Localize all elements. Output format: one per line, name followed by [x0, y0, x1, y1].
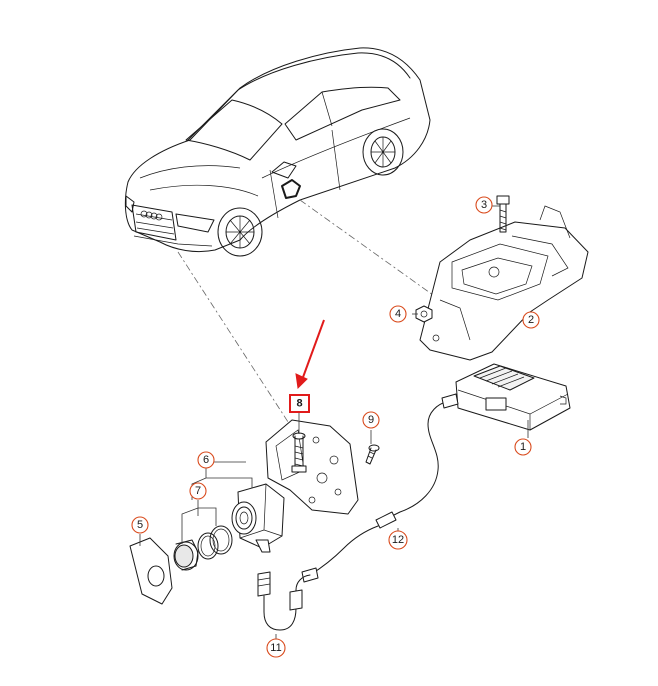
callout-4-label: 4 [395, 308, 401, 320]
cable-part-11 [257, 571, 311, 631]
car-front-wheel [217, 207, 263, 257]
car-hood-line-2 [149, 184, 259, 197]
car-roof [187, 52, 411, 141]
car-logo [140, 210, 163, 221]
callout-12[interactable]: 12 [388, 530, 408, 550]
lens-housing [173, 539, 199, 571]
callout-9-label: 9 [368, 414, 374, 426]
car-windshield [185, 99, 283, 161]
car-headlight-right [175, 213, 215, 233]
locator-lines [177, 199, 441, 426]
car-illustration [124, 47, 431, 257]
cable-part-12 [301, 393, 459, 583]
car-grille-slats [135, 213, 175, 235]
callout-6-label: 6 [203, 454, 209, 466]
callout-11-label: 11 [270, 642, 281, 654]
leader-7 [181, 500, 217, 544]
callout-4[interactable]: 4 [389, 305, 407, 323]
car-rear-wheel [362, 128, 404, 176]
car-b-pillar [321, 91, 333, 127]
car-belt-line [261, 117, 411, 179]
callout-7[interactable]: 7 [189, 482, 207, 500]
callout-5[interactable]: 5 [131, 516, 149, 534]
callout-8-label: 8 [296, 398, 302, 410]
car-bumper [133, 235, 213, 247]
camera-part-6 [231, 483, 285, 553]
locator-line-camera [177, 251, 291, 426]
car-door-line-2 [331, 129, 341, 191]
nut-part-4 [415, 305, 433, 323]
callout-9[interactable]: 9 [362, 411, 380, 429]
car-door-line [269, 169, 279, 219]
part-8-component [291, 432, 307, 473]
car-side-windows [284, 86, 401, 141]
callout-3-label: 3 [481, 199, 487, 211]
control-unit-part-1 [455, 363, 571, 431]
car-mirror [271, 161, 297, 179]
callout-1[interactable]: 1 [514, 438, 532, 456]
red-arrow-indicator [295, 319, 325, 390]
bracket-part-2 [419, 205, 589, 361]
seal-rings-part-7 [197, 525, 233, 560]
callout-2[interactable]: 2 [522, 311, 540, 329]
callout-6[interactable]: 6 [197, 451, 215, 469]
bolt-part-3 [496, 195, 510, 233]
callout-3[interactable]: 3 [475, 196, 493, 214]
car-grille [131, 204, 177, 241]
callout-2-label: 2 [528, 314, 534, 326]
callout-7-label: 7 [195, 485, 201, 497]
car-body-outline [124, 47, 431, 253]
car-camera-location [281, 179, 301, 199]
car-headlight-left [125, 195, 135, 213]
cover-part-5 [129, 537, 173, 605]
mount-plate [265, 419, 359, 515]
car-hood-line [139, 165, 241, 179]
callout-12-label: 12 [392, 534, 404, 546]
callout-5-label: 5 [137, 519, 143, 531]
callout-1-label: 1 [520, 441, 526, 453]
locator-line-bracket [299, 199, 441, 301]
screw-part-9 [365, 444, 380, 465]
callout-11[interactable]: 11 [266, 638, 286, 658]
callout-8-highlighted[interactable]: 8 [289, 394, 310, 413]
